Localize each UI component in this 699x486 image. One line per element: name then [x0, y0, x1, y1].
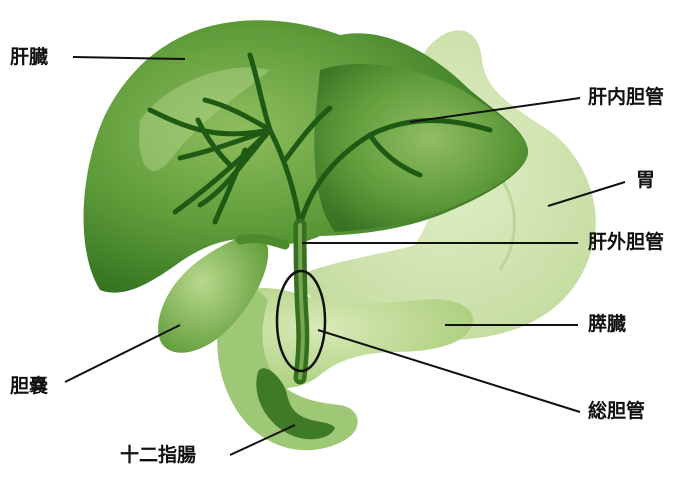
label-extrahepatic-bile-duct: 肝外胆管: [588, 233, 664, 252]
label-common-bile-duct: 総胆管: [588, 402, 645, 421]
label-liver: 肝臓: [10, 48, 48, 67]
label-stomach: 胃: [636, 171, 655, 190]
label-duodenum: 十二指腸: [120, 446, 196, 465]
label-gallbladder: 胆嚢: [10, 377, 48, 396]
label-pancreas: 膵臓: [588, 315, 626, 334]
label-intrahepatic-bile-duct: 肝内胆管: [588, 88, 664, 107]
leader-gallbladder: [65, 325, 180, 382]
